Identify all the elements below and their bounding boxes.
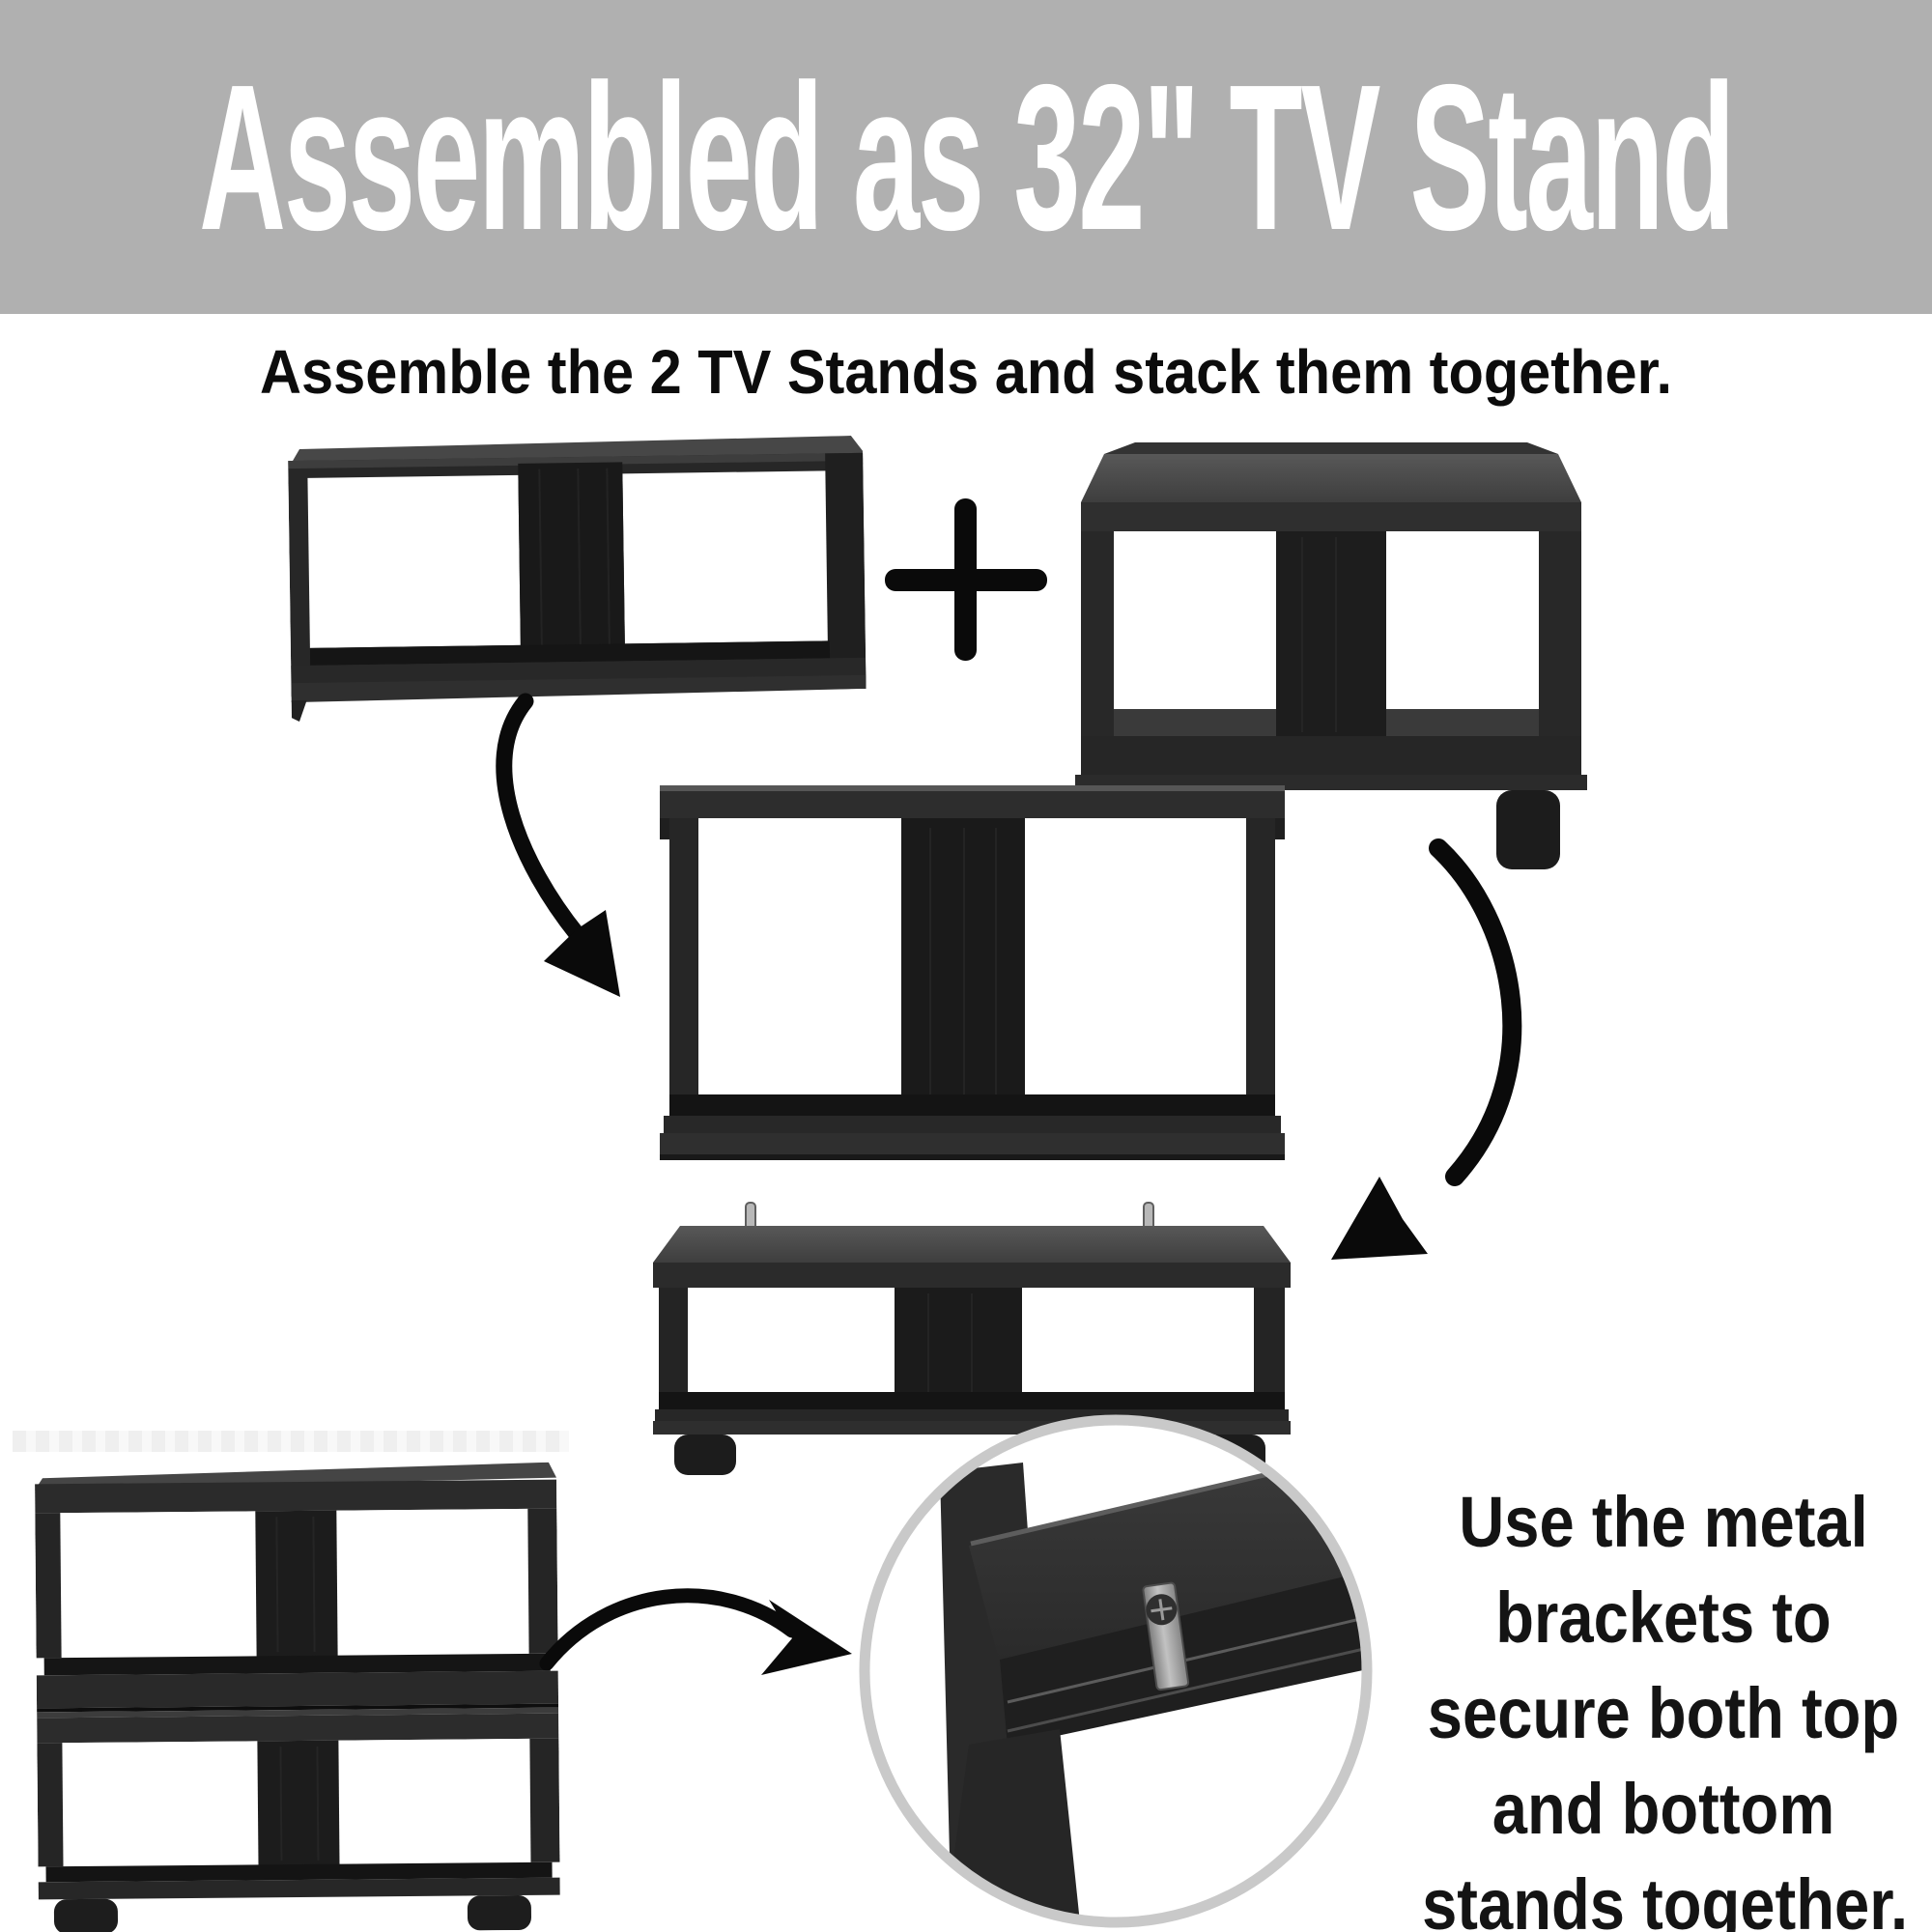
- stacked-stand-top-illustration: [660, 785, 1285, 1160]
- bracket-magnifier: [859, 1414, 1373, 1928]
- note-line-2: brackets to: [1495, 1577, 1832, 1658]
- curved-arrow-down-left-icon: [496, 693, 586, 944]
- bracket-note: Use the metal brackets to secure both to…: [1389, 1474, 1932, 1932]
- page-title: Assembled as 32" TV Stand: [198, 40, 1736, 273]
- assembled-two-tier-stand-illustration: [35, 1462, 560, 1932]
- curved-arrow-down-right-icon: [1429, 838, 1522, 1186]
- metal-pin-left: [745, 1202, 756, 1231]
- photo-watermark-band: [13, 1431, 569, 1452]
- metal-bracket-icon: [1142, 1581, 1190, 1691]
- plus-icon: [885, 498, 1047, 661]
- note-line-4: and bottom: [1492, 1769, 1835, 1849]
- note-line-3: secure both top: [1427, 1673, 1900, 1753]
- stacked-stand-bottom-illustration: [653, 1202, 1291, 1475]
- tv-stand-unit-2-illustration: [1075, 442, 1587, 869]
- tv-stand-unit-1-illustration: [288, 436, 867, 723]
- instruction-text: Assemble the 2 TV Stands and stack them …: [0, 336, 1932, 408]
- instruction-text-label: Assemble the 2 TV Stands and stack them …: [260, 337, 1672, 407]
- note-line-1: Use the metal: [1459, 1482, 1868, 1562]
- magnifier-ring: [859, 1414, 1373, 1928]
- header-banner: Assembled as 32" TV Stand: [0, 0, 1932, 314]
- magnified-joint-band: [1000, 1569, 1363, 1747]
- curved-arrow-right-icon: [539, 1588, 800, 1671]
- metal-pin-right: [1143, 1202, 1154, 1231]
- note-line-5: stands together.: [1422, 1864, 1909, 1932]
